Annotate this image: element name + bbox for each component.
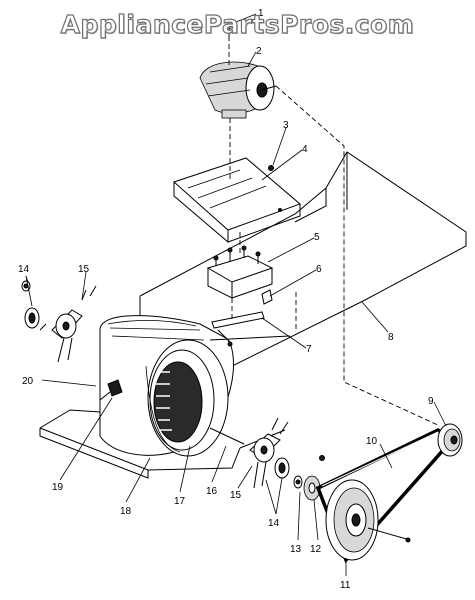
inner-hub xyxy=(99,379,123,401)
callout-19: 19 xyxy=(52,482,64,493)
callout-8: 8 xyxy=(388,332,394,343)
motor xyxy=(199,61,277,119)
motor-pulley xyxy=(437,423,463,457)
alignment-lines xyxy=(228,36,441,427)
clip xyxy=(261,289,273,305)
callout-17: 17 xyxy=(174,496,186,507)
callout-11: 11 xyxy=(340,580,351,591)
capacitor-block xyxy=(206,245,274,299)
callout-13: 13 xyxy=(290,544,302,555)
blower-pulley xyxy=(325,479,411,561)
screw-1 xyxy=(226,23,232,36)
callout-5: 5 xyxy=(314,232,320,243)
callout-15-left: 15 xyxy=(78,264,90,275)
callout-9: 9 xyxy=(428,396,434,407)
leader-lines xyxy=(25,13,447,576)
callout-16: 16 xyxy=(206,486,218,497)
callout-labels: 1 2 3 4 5 6 7 8 9 10 11 12 13 14 14 15 1… xyxy=(18,8,434,591)
callout-6: 6 xyxy=(316,264,322,275)
callout-7: 7 xyxy=(306,344,312,355)
callout-14-left: 14 xyxy=(18,264,30,275)
callout-12: 12 xyxy=(310,544,322,555)
callout-4: 4 xyxy=(302,144,308,155)
callout-1: 1 xyxy=(258,8,264,19)
callout-3: 3 xyxy=(283,120,289,131)
callout-2: 2 xyxy=(256,46,262,57)
left-bearing-group xyxy=(21,280,97,363)
bracket-arm xyxy=(211,311,265,347)
blower-wheel-housing xyxy=(99,315,291,457)
callout-14-right: 14 xyxy=(268,518,280,529)
motor-mount-plate xyxy=(173,157,301,244)
callout-18: 18 xyxy=(120,506,132,517)
callout-10: 10 xyxy=(366,436,378,447)
right-bearing-group xyxy=(209,417,325,501)
callout-15-right: 15 xyxy=(230,490,242,501)
watermark-text: AppliancePartsPros.com xyxy=(60,9,415,39)
callout-20: 20 xyxy=(22,376,34,387)
